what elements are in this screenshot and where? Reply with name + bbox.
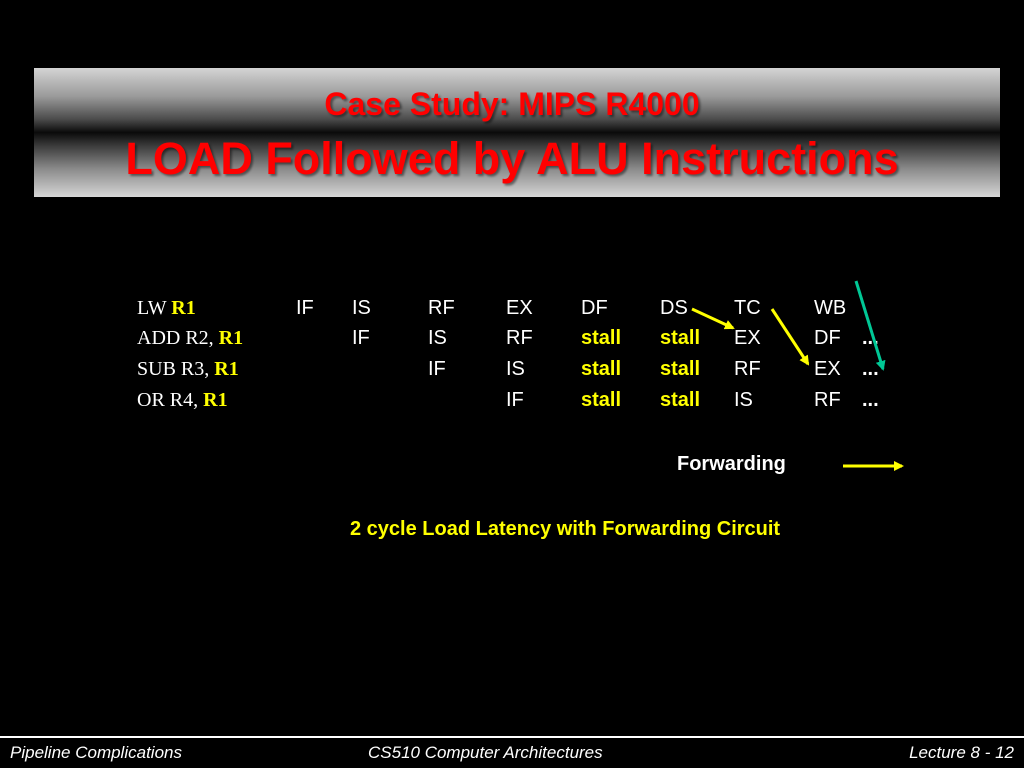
stage-cell: stall [581,327,622,349]
stage-cell: RF [734,358,761,380]
stage-cell: IS [428,327,447,349]
footer-topic: Pipeline Complications [10,743,182,762]
stage-cell: IS [506,358,525,380]
stage-cell: DF [581,297,608,319]
footer-course: CS510 Computer Architectures [368,743,603,762]
stage-cell: TC [734,297,761,319]
stage-cell: DF [814,327,841,349]
stage-cell: IF [506,389,524,411]
stage-cell: RF [814,389,841,411]
register-r1: R1 [218,327,244,349]
stage-cell: stall [660,327,701,349]
stage-cell: WB [814,297,847,319]
title-banner [34,68,1000,197]
stage-cell: EX [814,358,841,380]
stage-cell: stall [581,358,622,380]
forwarding-arrow-tc-to-ex [770,308,810,366]
footer: Pipeline Complications CS510 Computer Ar… [0,736,1024,768]
stage-cell: IS [352,297,371,319]
instruction-lw: LW R1 [137,297,196,319]
stage-cell: stall [660,389,701,411]
stage-cell: RF [506,327,533,349]
stage-cell: EX [506,297,533,319]
stage-cell: stall [660,358,701,380]
instruction-sub: SUB R3, R1 [137,358,239,380]
stage-cell: ... [862,358,879,380]
stage-cell: ... [862,389,879,411]
stage-cell: ... [862,327,879,349]
stage-cell: IF [296,297,314,319]
instruction-add: ADD R2, R1 [137,327,244,349]
instruction-or: OR R4, R1 [137,389,228,411]
stage-cell: IF [428,358,446,380]
footer-page-number: Lecture 8 - 12 [909,743,1014,762]
stage-cell: stall [581,389,622,411]
forwarding-label: Forwarding [677,453,786,475]
register-r1: R1 [203,389,228,411]
slide-title: Case Study: MIPS R4000 [324,86,700,122]
register-r1: R1 [214,358,239,380]
latency-note: 2 cycle Load Latency with Forwarding Cir… [350,518,781,540]
stage-cell: IS [734,389,753,411]
stage-cell: DS [660,297,688,319]
stage-cell: IF [352,327,370,349]
stage-cell: RF [428,297,455,319]
stage-cell: EX [734,327,761,349]
register-r1: R1 [171,297,196,319]
slide-subtitle: LOAD Followed by ALU Instructions [125,133,899,184]
